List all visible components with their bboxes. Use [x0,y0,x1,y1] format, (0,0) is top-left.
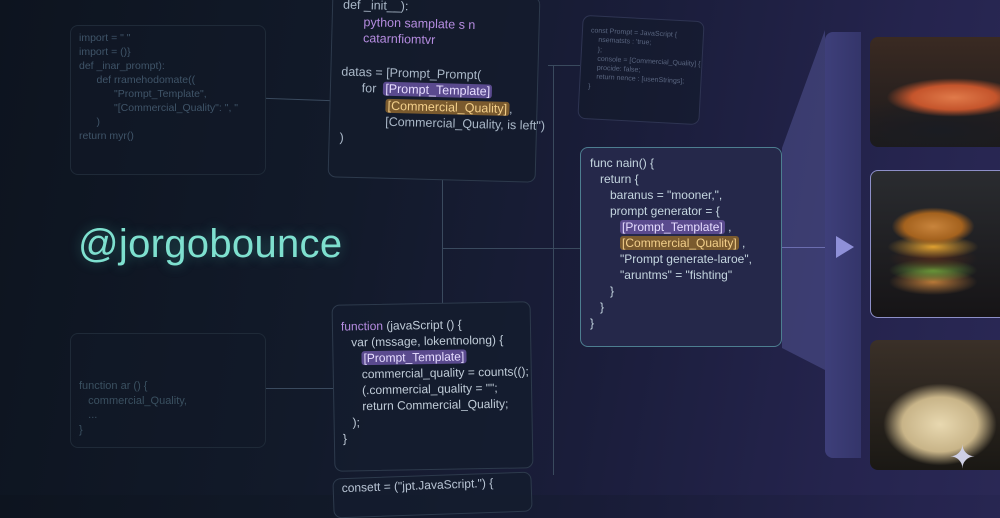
code-token: def _init__): [342,0,409,14]
sparkle-icon: ✦ [949,439,976,475]
code-token [341,351,361,365]
code-token: , [508,101,513,116]
image-burger [870,170,1000,318]
code-line: baranus = "mooner,", [590,188,772,204]
code-token: ) [79,115,101,128]
code-line: def _inar_prompt): [79,60,257,74]
code-panel-python-faint: import = " "import = ()}def _inar_prompt… [70,25,266,175]
code-token: import = ()} [79,45,131,58]
code-token: "aruntms" = "fishting" [590,267,733,282]
code-token: "Prompt generate-laroe", [590,251,752,266]
code-token: , [738,235,746,250]
code-line: return myr() [79,130,257,144]
connector-line [266,388,333,389]
code-token [340,97,386,112]
code-token: } [590,315,595,330]
template-tag: [Prompt_Template] [620,219,725,234]
code-line: } [343,428,524,447]
code-token: function [340,318,384,334]
template-tag: [Commercial_Quality] [385,98,510,116]
code-panel-python: def _init__): python samplate s n catarn… [327,0,545,183]
code-line: function ar () { [79,379,257,394]
code-token: function ar () { [79,380,148,392]
code-token: } [590,283,615,298]
code-token: import = " " [79,32,131,44]
code-token: ) [339,130,344,145]
code-token: [Commercial_Quality, is left") [339,113,546,134]
code-line: def rramehodomate(( [79,74,257,88]
code-token: } [590,299,605,314]
code-line: var (mssage, lokentnolong) { [341,332,522,351]
code-line: consett = ("jpt.JavaScript.") { [341,475,522,497]
code-line: } [590,284,772,300]
connector-line [442,180,443,303]
code-token: catarnfiomtvr [342,30,436,48]
code-token: def rramehodomate(( [79,73,196,86]
code-token: "[Commercial_Quality": ", " [79,101,239,114]
code-token: def _inar_prompt): [79,59,165,72]
code-token: for [340,80,384,96]
code-token: func nain() { [590,156,655,170]
image-sushi [870,37,1000,147]
code-line: "Prompt_Template", [79,88,257,102]
code-token: ... [79,409,98,422]
code-line: ... [79,408,257,423]
code-line: return { [590,172,772,188]
funnel-shape [782,30,825,370]
code-line: prompt generator = { [590,204,772,220]
connector-line [442,248,580,249]
code-line: [Commercial_Quality] , [590,235,772,252]
code-line: } [590,300,772,316]
connector-line [266,97,330,102]
code-line: import = ()} [79,46,257,60]
connector-line [548,65,580,66]
code-token: return myr() [79,129,134,142]
code-token: commercial_Quality, [79,394,187,407]
handle-text: @jorgobounce [78,222,343,266]
code-token: ); [342,414,361,430]
code-token: prompt generator = { [590,203,720,218]
connector-line [553,65,554,475]
code-token: (javaScript () { [382,317,462,333]
code-line: commercial_Quality, [79,394,257,409]
code-token: (.commercial_quality = ""; [341,380,498,398]
code-panel-function-faint: function ar () { commercial_Quality, ...… [70,333,266,448]
template-tag: [Prompt_Template] [383,81,493,99]
image-pasta [870,340,1000,470]
play-triangle-icon[interactable] [836,236,854,258]
code-token [590,236,620,250]
code-token: return { [590,171,639,186]
code-token [342,47,346,61]
code-token: python samplate s n [342,14,476,32]
code-token: return Commercial_Quality; [342,396,509,414]
code-token: var (mssage, lokentnolong) { [341,332,504,350]
code-line: } [590,316,772,332]
code-panel-javascript-faint: const Prompt = JavaScript { nsematsts : … [577,14,705,126]
code-token: "Prompt_Template", [79,87,207,100]
code-line: import = " " [79,32,257,46]
code-token: , [724,219,732,234]
code-line: [Prompt_Template] , [590,219,772,236]
code-line: ) [79,116,257,130]
code-line: "Prompt generate-laroe", [590,252,772,268]
code-line: "aruntms" = "fishting" [590,268,772,284]
code-line: } [79,423,257,438]
code-panel-func-main: func nain() { return { baranus = "mooner… [580,147,782,347]
code-token: baranus = "mooner,", [590,187,723,202]
connector-line [782,247,827,248]
code-line: func nain() { [590,156,772,172]
code-token: } [587,83,591,91]
code-line: "[Commercial_Quality": ", " [79,102,257,116]
code-token: datas = [Prompt_Prompt( [341,64,482,82]
code-line: return Commercial_Quality; [342,396,523,415]
template-tag: [Prompt_Template] [361,349,467,366]
code-token: } [342,431,348,446]
code-panel-javascript: function (javaScript () { var (mssage, l… [331,301,534,472]
code-token: consett = ("jpt.JavaScript.") { [341,475,494,496]
code-token: commercial_quality = counts((); [341,364,529,382]
code-token [590,220,620,234]
template-tag: [Commercial_Quality] [620,235,739,250]
code-token: } [79,423,83,436]
code-token: }; [589,45,603,54]
